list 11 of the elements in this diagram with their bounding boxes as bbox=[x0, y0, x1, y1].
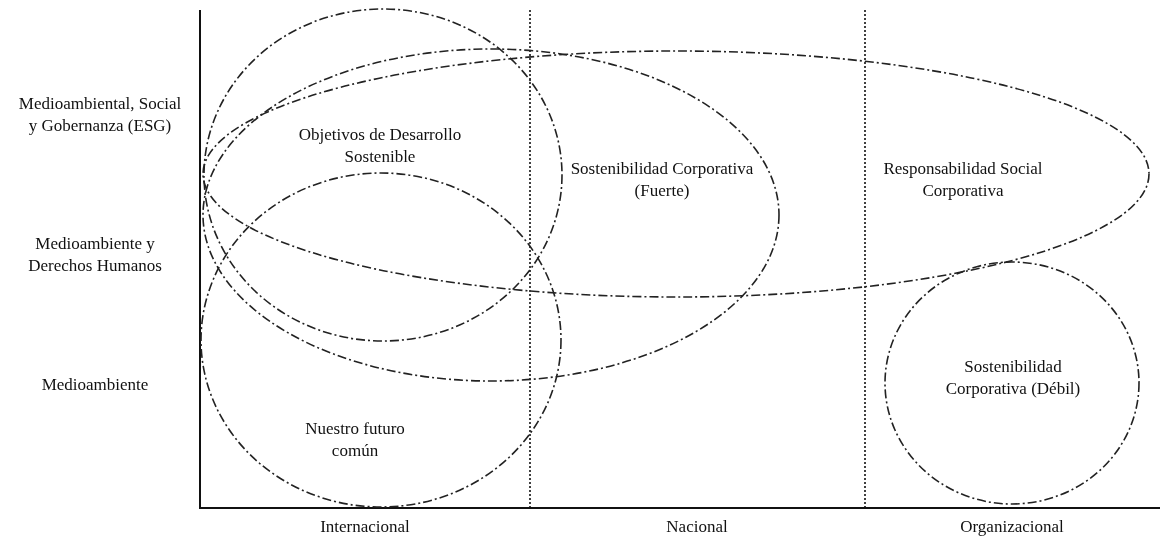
ellipse-label: Responsabilidad Social Corporativa bbox=[882, 158, 1044, 202]
ellipse-label: Sostenibilidad Corporativa (Débil) bbox=[944, 356, 1082, 400]
ellipse-label: Nuestro futuro común bbox=[304, 418, 406, 462]
ellipse-label: Sostenibilidad Corporativa (Fuerte) bbox=[569, 158, 755, 202]
x-axis-label: Nacional bbox=[665, 516, 729, 538]
x-axis-label: Internacional bbox=[319, 516, 411, 538]
ellipse-label: Objetivos de Desarrollo Sostenible bbox=[297, 124, 463, 168]
y-axis-label: Medioambiente bbox=[40, 374, 150, 396]
y-axis-label: Medioambiental, Social y Gobernanza (ESG) bbox=[17, 93, 183, 137]
x-axis-label: Organizacional bbox=[959, 516, 1065, 538]
y-axis-label: Medioambiente y Derechos Humanos bbox=[27, 233, 163, 277]
